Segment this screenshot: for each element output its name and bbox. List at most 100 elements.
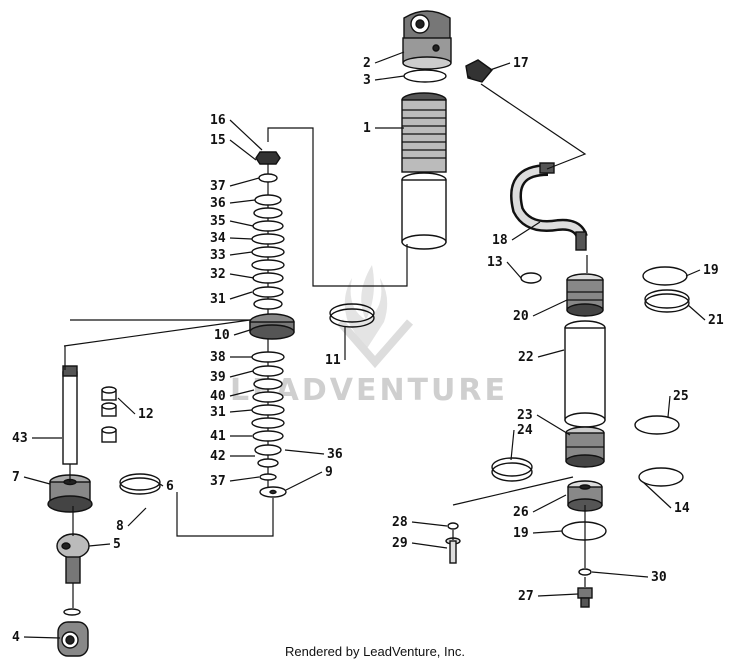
callout-1: 1 — [363, 121, 371, 136]
callout-26: 26 — [513, 505, 529, 520]
leader-line-21 — [687, 304, 706, 321]
leader-line-19 — [685, 269, 701, 277]
callout-21: 21 — [708, 313, 724, 328]
callout-11: 11 — [325, 353, 341, 368]
reservoir-stack — [564, 273, 606, 512]
callout-37: 37 — [210, 179, 226, 194]
leader-line-9 — [285, 471, 323, 491]
callout-13: 13 — [487, 255, 503, 270]
callout-15: 15 — [210, 133, 226, 148]
leader-line-19 — [532, 530, 563, 534]
callout-19: 19 — [513, 526, 529, 541]
callout-3: 3 — [363, 73, 371, 88]
callout-24: 24 — [517, 423, 533, 438]
leader-line-34 — [229, 237, 253, 240]
callout-36: 36 — [210, 196, 226, 211]
leader-line-10 — [233, 329, 251, 336]
callout-14: 14 — [674, 501, 690, 516]
leader-line-23 — [536, 414, 571, 436]
callout-17: 17 — [513, 56, 529, 71]
leader-line-32 — [229, 273, 255, 279]
callout-28: 28 — [392, 515, 408, 530]
leader-line-31 — [229, 291, 253, 300]
rod-stack — [249, 151, 295, 498]
callout-32: 32 — [210, 267, 226, 282]
leader-line-16 — [229, 119, 263, 151]
footer-credit: Rendered by LeadVenture, Inc. — [285, 644, 465, 659]
leader-line-13 — [506, 261, 522, 279]
leader-line-14 — [642, 481, 672, 509]
leader-line-15 — [229, 139, 257, 161]
leader-line-40 — [229, 389, 255, 397]
callout-29: 29 — [392, 536, 408, 551]
callout-7: 7 — [12, 470, 20, 485]
leader-line-31 — [229, 409, 253, 413]
leader-line-6 — [159, 483, 164, 487]
callout-5: 5 — [113, 537, 121, 552]
callout-23: 23 — [517, 408, 533, 423]
leader-line-5 — [88, 543, 111, 547]
callout-12: 12 — [138, 407, 154, 422]
callout-31: 31 — [210, 405, 226, 420]
leader-line-30 — [591, 571, 649, 578]
callout-34: 34 — [210, 231, 226, 246]
leader-line-20 — [532, 299, 568, 317]
leader-line-26 — [532, 494, 567, 513]
o-rings-right — [447, 266, 690, 576]
screws — [445, 537, 593, 608]
callout-9: 9 — [325, 465, 333, 480]
snap-ring-part — [329, 303, 375, 328]
leader-line-18 — [511, 221, 541, 241]
callout-18: 18 — [492, 233, 508, 248]
leader-line-7 — [23, 476, 51, 485]
callout-31: 31 — [210, 292, 226, 307]
leader-line-8 — [127, 507, 147, 527]
leader-line-12 — [117, 397, 136, 415]
leader-line-39 — [229, 370, 254, 378]
watermark: LEADVENTURE — [230, 265, 508, 408]
leader-line-25 — [667, 395, 671, 418]
leader-line-35 — [229, 220, 254, 227]
leader-line-22 — [537, 349, 565, 358]
callout-30: 30 — [651, 570, 667, 585]
leader-line-27 — [537, 593, 579, 597]
callout-6: 6 — [166, 479, 174, 494]
leader-line-37 — [229, 476, 260, 482]
callout-43: 43 — [12, 431, 28, 446]
leader-line-36 — [229, 199, 256, 204]
callout-35: 35 — [210, 214, 226, 229]
callout-39: 39 — [210, 370, 226, 385]
callout-37: 37 — [210, 474, 226, 489]
callout-4: 4 — [12, 630, 20, 645]
callout-36: 36 — [327, 447, 343, 462]
leader-line-36 — [284, 449, 325, 455]
leader-line-2 — [374, 51, 405, 64]
leader-line-24 — [510, 429, 515, 461]
callout-38: 38 — [210, 350, 226, 365]
callout-41: 41 — [210, 429, 226, 444]
callout-8: 8 — [116, 519, 124, 534]
leader-line-17 — [489, 62, 511, 71]
leader-line-29 — [411, 542, 448, 549]
callout-27: 27 — [518, 589, 534, 604]
leader-line-4 — [23, 636, 61, 639]
leader-line-3 — [374, 75, 405, 81]
watermark-text: LEADVENTURE — [230, 373, 508, 408]
callout-19: 19 — [703, 263, 719, 278]
callout-40: 40 — [210, 389, 226, 404]
callout-42: 42 — [210, 449, 226, 464]
leader-line-28 — [411, 521, 448, 527]
leader-lines — [23, 51, 706, 639]
callout-16: 16 — [210, 113, 226, 128]
callout-33: 33 — [210, 248, 226, 263]
assembly-lines — [63, 75, 588, 608]
callout-20: 20 — [513, 309, 529, 324]
leader-line-33 — [229, 251, 253, 256]
callout-25: 25 — [673, 389, 689, 404]
leader-line-37 — [229, 177, 260, 187]
callout-2: 2 — [363, 56, 371, 71]
callout-10: 10 — [214, 328, 230, 343]
shock-body-top — [401, 10, 494, 250]
